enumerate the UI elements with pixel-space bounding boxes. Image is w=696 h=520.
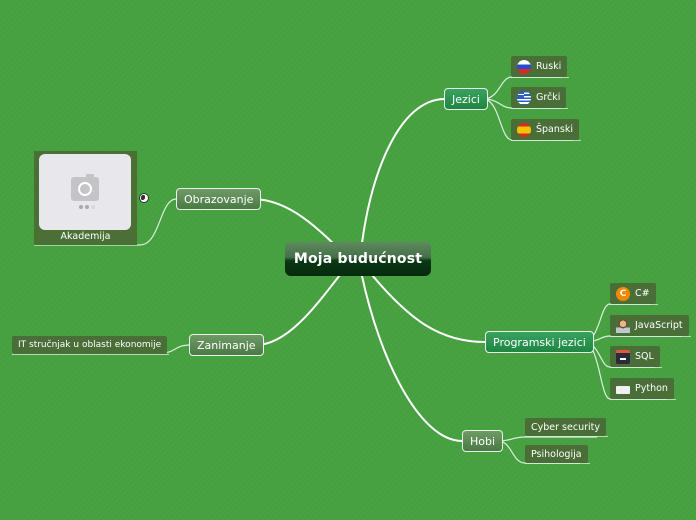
camera-icon [71,174,99,201]
subtopic-label: Ruski [536,61,562,72]
subtopic-cyber-security[interactable]: Cyber security [525,418,608,437]
central-topic-label: Moja budućnost [293,251,423,267]
developer-laptop-icon [616,318,630,333]
subtopic-akademija[interactable]: Akademija [34,151,137,245]
subtopic-javascript[interactable]: JavaScript [610,315,691,337]
file-cabinet-icon [616,349,630,364]
subtopic-label: C# [635,288,650,299]
subtopic-label: SQL [635,351,654,362]
subtopic-label: Akademija [60,231,111,242]
csharp-icon: C [616,286,630,301]
topic-obrazovanje[interactable]: Obrazovanje [176,188,262,210]
central-topic[interactable]: Moja budućnost [285,242,431,276]
subtopic-it-strucnjak[interactable]: IT stručnjak u oblasti ekonomije [12,336,170,355]
subtopic-psihologija[interactable]: Psihologija [525,445,590,464]
subtopic-csharp[interactable]: C C# [610,283,658,305]
subtopic-label: IT stručnjak u oblasti ekonomije [18,340,162,350]
subtopic-label: Cyber security [531,421,600,433]
topic-zanimanje[interactable]: Zanimanje [189,334,264,356]
subtopic-label: JavaScript [635,320,683,331]
topic-hobi[interactable]: Hobi [462,430,504,452]
subtopic-label: Python [635,383,668,394]
topic-label: Obrazovanje [184,192,254,206]
topic-label: Zanimanje [197,338,256,352]
topic-programski-jezici[interactable]: Programski jezici [485,331,594,353]
greece-flag-icon [517,90,531,105]
subtopic-label: Španski [536,124,573,135]
subtopic-python[interactable]: Python [610,378,676,400]
topic-jezici[interactable]: Jezici [444,88,488,110]
subtopic-sql[interactable]: SQL [610,346,662,368]
topic-label: Jezici [452,92,480,106]
subtopic-ruski[interactable]: Ruski [511,56,570,78]
globe-icon[interactable] [139,193,149,203]
topic-label: Programski jezici [493,335,586,349]
image-placeholder [39,154,131,230]
subtopic-label: Psihologija [531,448,582,460]
spain-flag-icon [517,122,531,137]
subtopic-label: Grčki [536,92,561,103]
loading-dots-icon [79,205,95,209]
subtopic-grcki[interactable]: Grčki [511,87,569,109]
keyboard-icon [616,385,630,394]
topic-label: Hobi [470,434,496,448]
subtopic-spanski[interactable]: Španski [511,119,581,141]
russia-flag-icon [517,59,531,74]
